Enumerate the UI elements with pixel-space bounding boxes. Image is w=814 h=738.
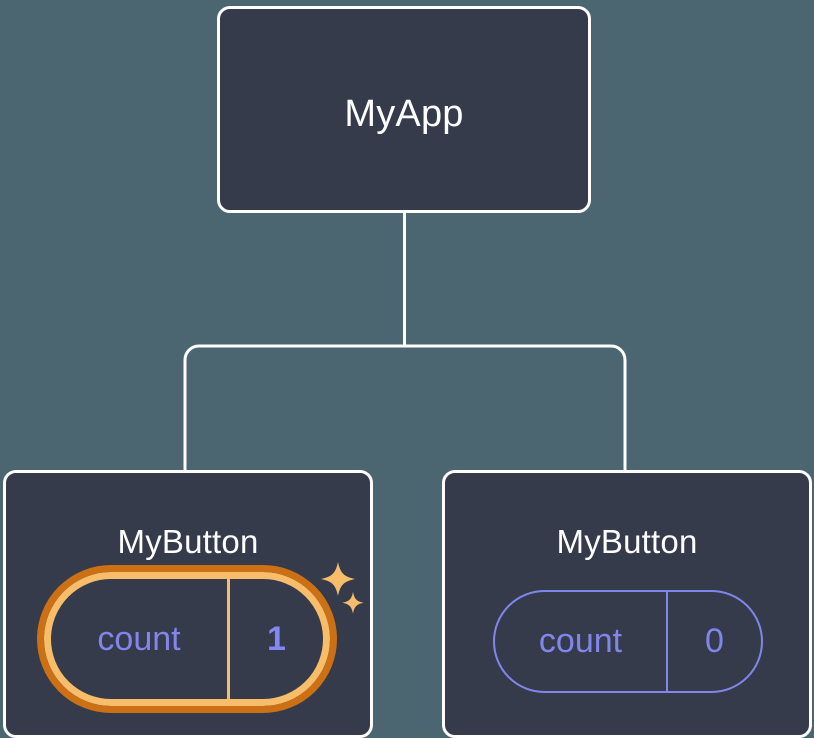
node-label-mybutton-1: MyButton [556, 523, 698, 560]
node-label-myapp: MyApp [344, 93, 464, 135]
state-value-label-0: 1 [267, 619, 286, 658]
node-label-mybutton-0: MyButton [117, 523, 259, 560]
state-key-label-1: count [495, 592, 668, 691]
tree-node-myapp[interactable]: MyApp [217, 6, 591, 213]
edge-bus-to-child-1 [404, 344, 627, 470]
edge-bus-to-child-0 [183, 344, 405, 470]
state-key-label-0: count [51, 579, 230, 699]
state-value-label-1: 0 [705, 622, 724, 660]
state-badge-count-0[interactable]: count 1 [37, 565, 337, 713]
tree-node-mybutton-1[interactable]: MyButton [442, 470, 812, 738]
state-badge-count-1[interactable]: count 0 [493, 590, 763, 693]
